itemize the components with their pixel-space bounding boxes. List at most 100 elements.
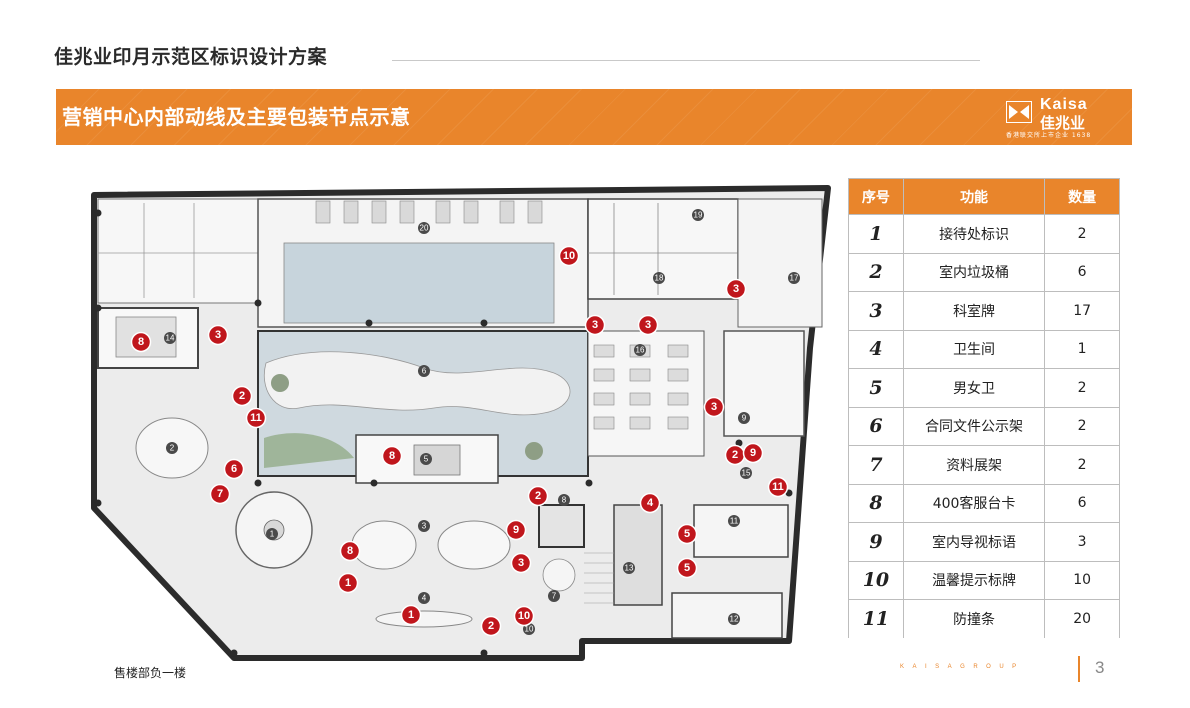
legend-num: 11	[848, 599, 904, 638]
room-label: 5	[420, 453, 432, 465]
svg-text:8: 8	[389, 450, 395, 462]
svg-text:9: 9	[513, 524, 519, 536]
model-room-13	[613, 504, 663, 606]
room-label: 15	[740, 467, 752, 479]
pool-water	[283, 242, 555, 324]
node-marker: 6	[223, 458, 245, 480]
svg-text:3: 3	[215, 329, 221, 341]
kaisa-logo: Kaisa 佳兆业 香港联交所上市企业 1638	[1002, 92, 1126, 142]
svg-text:8: 8	[562, 496, 567, 505]
floor-plan: 1 2 3 4 5 6 7 8 9 10 11 12 13 14 15 16 1…	[91, 185, 831, 661]
svg-text:7: 7	[552, 592, 557, 601]
svg-text:8: 8	[347, 545, 353, 557]
node-marker: 3	[584, 314, 606, 336]
svg-text:15: 15	[742, 469, 751, 478]
finance-room	[723, 330, 805, 437]
logo-name-cn: 佳兆业	[1040, 114, 1086, 132]
room-label: 7	[548, 590, 560, 602]
node-marker: 9	[742, 442, 764, 464]
legend-qty: 2	[1044, 368, 1120, 408]
room-label: 6	[418, 365, 430, 377]
svg-text:10: 10	[563, 250, 575, 262]
node-marker: 4	[639, 492, 661, 514]
room-label: 4	[418, 592, 430, 604]
room-label: 14	[164, 332, 176, 344]
room-label: 20	[418, 222, 430, 234]
legend-num: 6	[848, 406, 904, 446]
svg-text:19: 19	[694, 211, 703, 220]
lift-lobby	[538, 504, 585, 548]
legend-num: 4	[848, 329, 904, 369]
svg-text:12: 12	[730, 615, 739, 624]
svg-text:14: 14	[166, 334, 175, 343]
legend-func: 科室牌	[902, 291, 1046, 331]
node-marker: 1	[400, 604, 422, 626]
svg-text:7: 7	[217, 488, 223, 500]
plan-caption: 售楼部负一楼	[114, 666, 187, 680]
room-label: 13	[623, 562, 635, 574]
svg-text:20: 20	[420, 224, 429, 233]
legend-num: 3	[848, 291, 904, 331]
room-labels: 1 2 3 4 5 6 7 8 9 10 11 12 13 14 15 16 1…	[164, 209, 800, 635]
svg-text:10: 10	[518, 610, 530, 622]
document-title: 佳兆业印月示范区标识设计方案	[54, 46, 328, 68]
svg-text:2: 2	[535, 490, 541, 502]
node-marker: 2	[480, 615, 502, 637]
node-marker: 8	[130, 331, 152, 353]
restroom-block	[587, 198, 739, 300]
svg-text:9: 9	[742, 414, 747, 423]
node-marker: 11	[767, 476, 789, 498]
legend-num: 9	[848, 522, 904, 562]
room-label: 12	[728, 613, 740, 625]
page-number: 3	[1095, 658, 1105, 677]
svg-text:5: 5	[684, 528, 690, 540]
legend-header-qty: 数量	[1044, 178, 1120, 215]
room-label: 1	[266, 528, 278, 540]
node-marker: 5	[676, 523, 698, 545]
office-17	[737, 198, 823, 328]
legend-qty: 1	[1044, 329, 1120, 369]
lounge-b	[437, 520, 511, 570]
footer-brand: KAISAGROUP	[900, 664, 1025, 670]
svg-text:4: 4	[647, 497, 654, 509]
svg-text:6: 6	[422, 367, 427, 376]
svg-text:17: 17	[790, 274, 799, 283]
legend-func: 男女卫	[902, 368, 1046, 408]
logo-mark-icon	[1006, 101, 1032, 123]
svg-text:1: 1	[345, 577, 351, 589]
legend-num: 7	[848, 445, 904, 485]
svg-text:16: 16	[636, 346, 645, 355]
legend-func: 室内垃圾桶	[902, 252, 1046, 292]
legend-num: 8	[848, 483, 904, 523]
restroom-lower	[693, 504, 789, 558]
svg-text:1: 1	[408, 609, 414, 621]
node-marker: 5	[676, 557, 698, 579]
svg-text:4: 4	[422, 594, 427, 603]
node-marker: 3	[510, 552, 532, 574]
room-label: 3	[418, 520, 430, 532]
svg-text:13: 13	[625, 564, 634, 573]
svg-text:3: 3	[711, 401, 717, 413]
legend-qty: 6	[1044, 483, 1120, 523]
room-label: 17	[788, 272, 800, 284]
title-rule	[392, 60, 980, 61]
node-marker: 2	[231, 385, 253, 407]
node-marker: 3	[703, 396, 725, 418]
room-label: 16	[634, 344, 646, 356]
legend-header-num: 序号	[848, 178, 904, 215]
node-marker: 3	[725, 278, 747, 300]
node-marker: 8	[381, 445, 403, 467]
legend-func: 400客服台卡	[902, 483, 1046, 523]
legend-qty: 6	[1044, 252, 1120, 292]
svg-text:10: 10	[525, 625, 534, 634]
svg-text:18: 18	[655, 274, 664, 283]
svg-text:2: 2	[239, 390, 245, 402]
